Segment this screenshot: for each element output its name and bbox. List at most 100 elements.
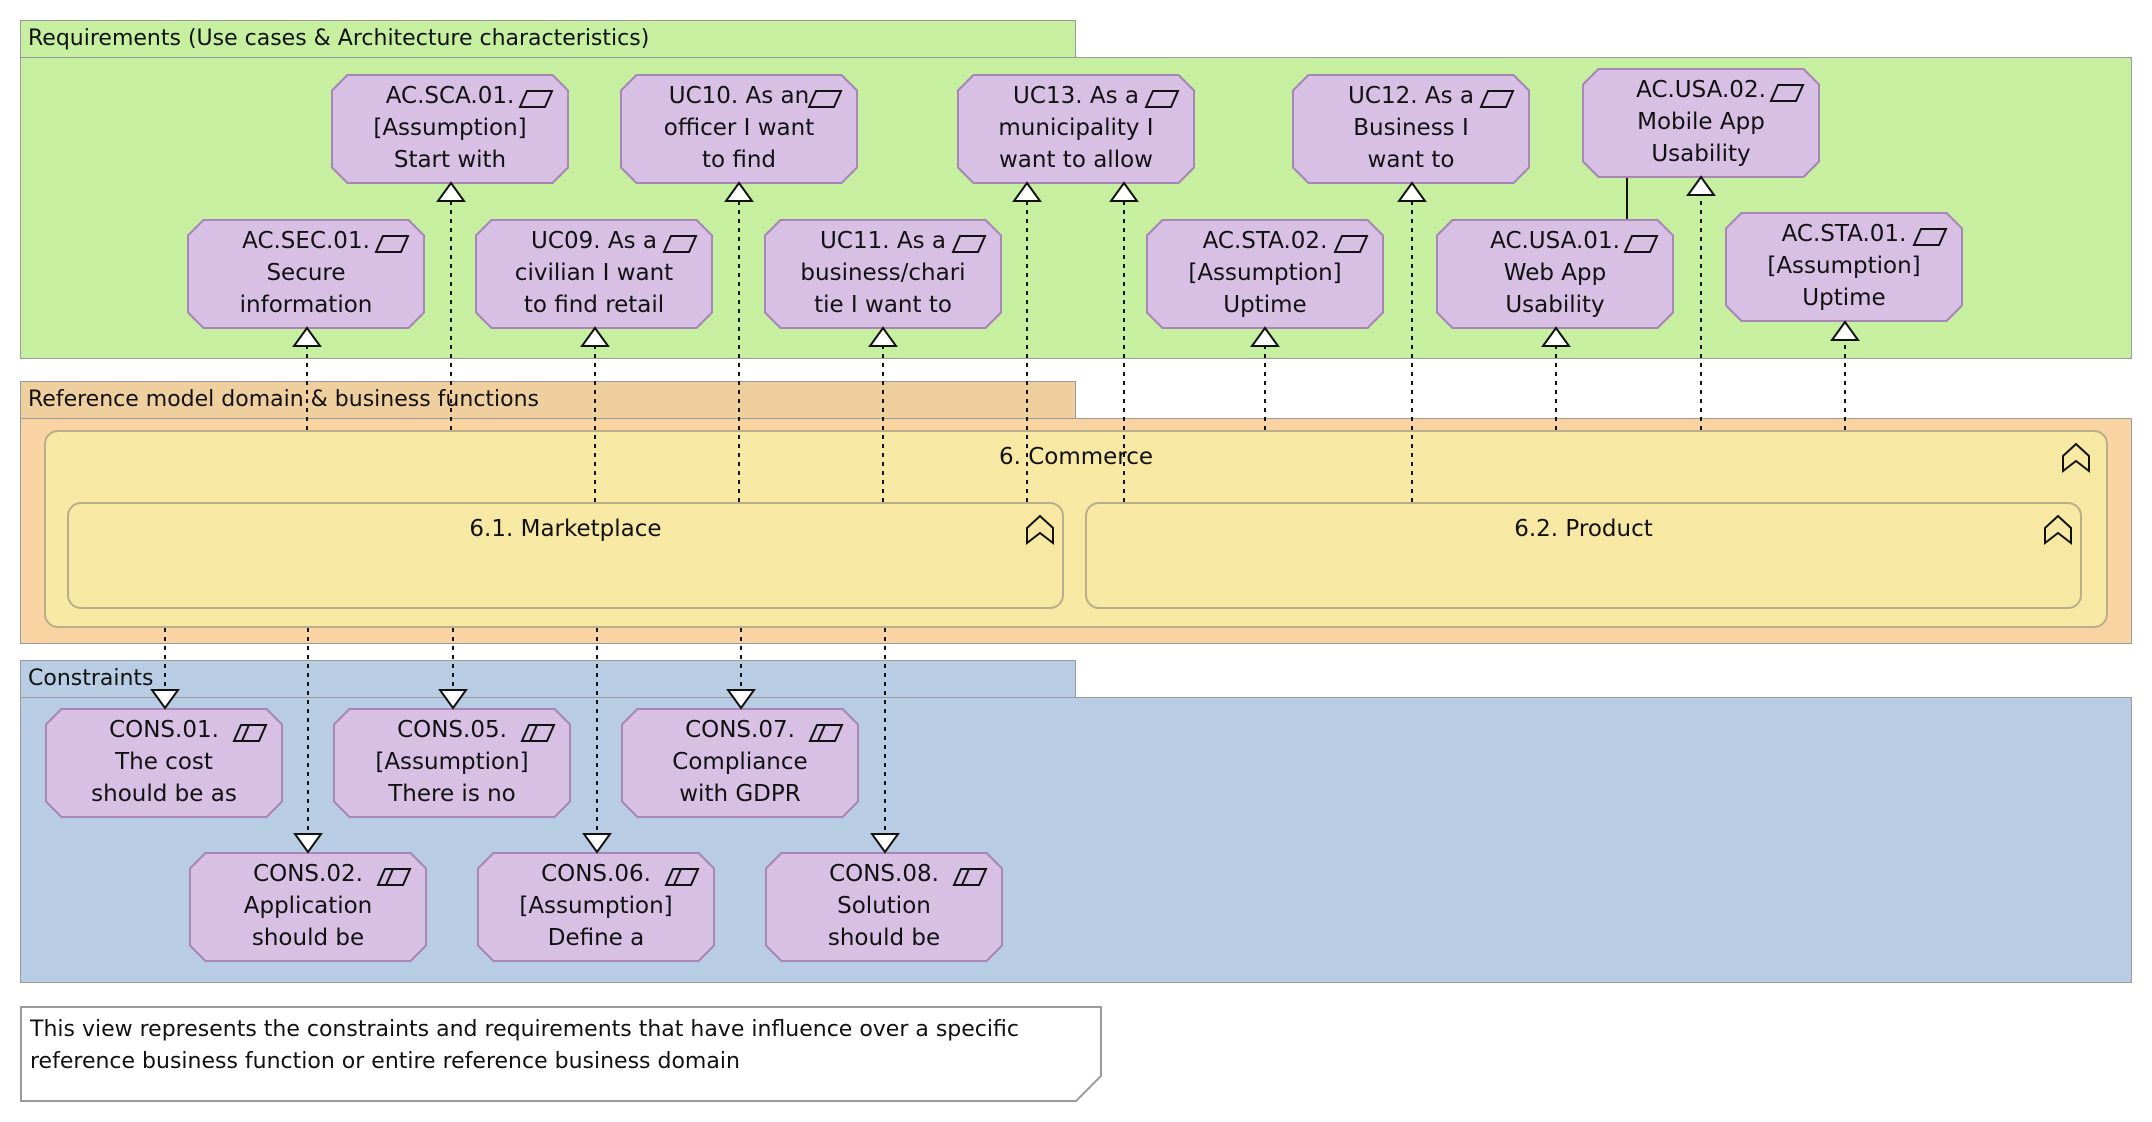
requirement-ac-usa-02[interactable]: AC.USA.02. Mobile App Usability [1582,68,1820,178]
constraint-cons-06[interactable]: CONS.06. [Assumption] Define a [477,852,715,962]
element-line: AC.STA.01. [1781,221,1907,247]
business-function-icon [2062,442,2090,474]
element-line: CONS.02. [253,861,363,887]
requirement-icon [373,233,411,255]
element-line: UC10. As an [668,83,810,109]
requirement-uc12[interactable]: UC12. As a Business I want to [1292,74,1530,184]
requirement-icon [1911,226,1949,248]
element-line: Compliance [672,749,808,775]
element-line: Usability [1505,292,1605,318]
view-note[interactable]: This view represents the constraints and… [20,1006,1102,1102]
requirement-icon [1332,233,1370,255]
element-line: municipality I [998,115,1154,141]
requirement-icon [517,88,555,110]
element-line: CONS.05. [397,717,507,743]
constraint-cons-02[interactable]: CONS.02. Application should be [189,852,427,962]
constraints-group-label: Constraints [28,666,154,691]
function-commerce-label: 6. Commerce [998,444,1154,470]
requirement-icon [661,233,699,255]
note-shape [20,1006,1102,1102]
element-line: AC.SEC.01. [242,228,370,254]
constraint-cons-07[interactable]: CONS.07. Compliance with GDPR [621,708,859,818]
requirement-ac-sta-01[interactable]: AC.STA.01. [Assumption] Uptime [1725,212,1963,322]
business-function-icon [1026,514,1054,546]
element-line: Solution [837,893,931,919]
requirement-ac-usa-01[interactable]: AC.USA.01. Web App Usability [1436,219,1674,329]
requirement-uc13[interactable]: UC13. As a municipality I want to allow [957,74,1195,184]
constraint-cons-08[interactable]: CONS.08. Solution should be [765,852,1003,962]
reference-group-label: Reference model domain & business functi… [28,387,540,412]
requirement-uc11[interactable]: UC11. As a business/chari tie I want to [764,219,1002,329]
note-text: This view represents the constraints and… [30,1017,1019,1074]
requirement-ac-sca-01[interactable]: AC.SCA.01. [Assumption] Start with [331,74,569,184]
element-line: Uptime [1802,285,1886,311]
reference-group-tab: Reference model domain & business functi… [20,381,1076,419]
constraint-icon [663,866,701,888]
element-line: tie I want to [814,292,952,318]
element-line: should be [827,925,941,951]
element-line: AC.USA.01. [1490,228,1620,254]
element-line: Start with [393,147,507,173]
element-line: to find [701,147,777,173]
element-line: Application [243,893,373,919]
element-line: Business I [1353,115,1469,141]
requirement-icon [1622,233,1660,255]
requirement-ac-sta-02[interactable]: AC.STA.02. [Assumption] Uptime [1146,219,1384,329]
constraint-icon [519,722,557,744]
constraint-cons-05[interactable]: CONS.05. [Assumption] There is no [333,708,571,818]
element-line: information [239,292,373,318]
element-line: The cost [115,749,213,775]
element-line: [Assumption] [375,749,529,775]
element-line: Usability [1651,141,1751,167]
element-line: UC09. As a [531,228,657,254]
element-line: business/chari [800,260,966,286]
element-line: Web App [1503,260,1607,286]
constraint-cons-01[interactable]: CONS.01. The cost should be as [45,708,283,818]
function-product-label: 6.2. Product [1514,516,1653,542]
function-marketplace-label: 6.1. Marketplace [469,516,662,542]
element-line: want to allow [999,147,1153,173]
constraint-icon [807,722,845,744]
constraint-icon [375,866,413,888]
element-line: CONS.07. [685,717,795,743]
element-line: [Assumption] [519,893,673,919]
element-line: UC12. As a [1348,83,1474,109]
element-line: AC.STA.02. [1202,228,1328,254]
requirement-ac-sec-01[interactable]: AC.SEC.01. Secure information [187,219,425,329]
element-line: AC.USA.02. [1636,77,1766,103]
element-line: Define a [547,925,645,951]
element-line: There is no [388,781,516,807]
element-line: [Assumption] [1188,260,1342,286]
element-line: should be as [91,781,237,807]
element-line: civilian I want [514,260,674,286]
element-line: AC.SCA.01. [385,83,515,109]
business-function-icon [2044,514,2072,546]
constraint-icon [231,722,269,744]
requirement-uc10[interactable]: UC10. As an officer I want to find [620,74,858,184]
element-line: officer I want [663,115,815,141]
element-line: CONS.08. [829,861,939,887]
element-line: Secure [266,260,346,286]
requirement-icon [1768,82,1806,104]
function-product[interactable]: 6.2. Product [1085,502,2082,609]
function-marketplace[interactable]: 6.1. Marketplace [67,502,1064,609]
requirement-icon [1143,88,1181,110]
element-line: Uptime [1223,292,1307,318]
requirements-group-label: Requirements (Use cases & Architecture c… [28,26,650,51]
element-line: Mobile App [1637,109,1765,135]
element-line: should be [251,925,365,951]
element-line: with GDPR [679,781,801,807]
element-line: [Assumption] [1767,253,1921,279]
element-line: want to [1367,147,1455,173]
element-line: [Assumption] [373,115,527,141]
element-line: CONS.01. [109,717,219,743]
element-line: UC11. As a [820,228,946,254]
requirement-icon [950,233,988,255]
constraints-group-tab: Constraints [20,660,1076,698]
requirement-icon [1478,88,1516,110]
constraint-icon [951,866,989,888]
requirements-group-tab: Requirements (Use cases & Architecture c… [20,20,1076,58]
element-line: UC13. As a [1013,83,1139,109]
requirement-uc09[interactable]: UC09. As a civilian I want to find retai… [475,219,713,329]
element-line: to find retail [523,292,665,318]
